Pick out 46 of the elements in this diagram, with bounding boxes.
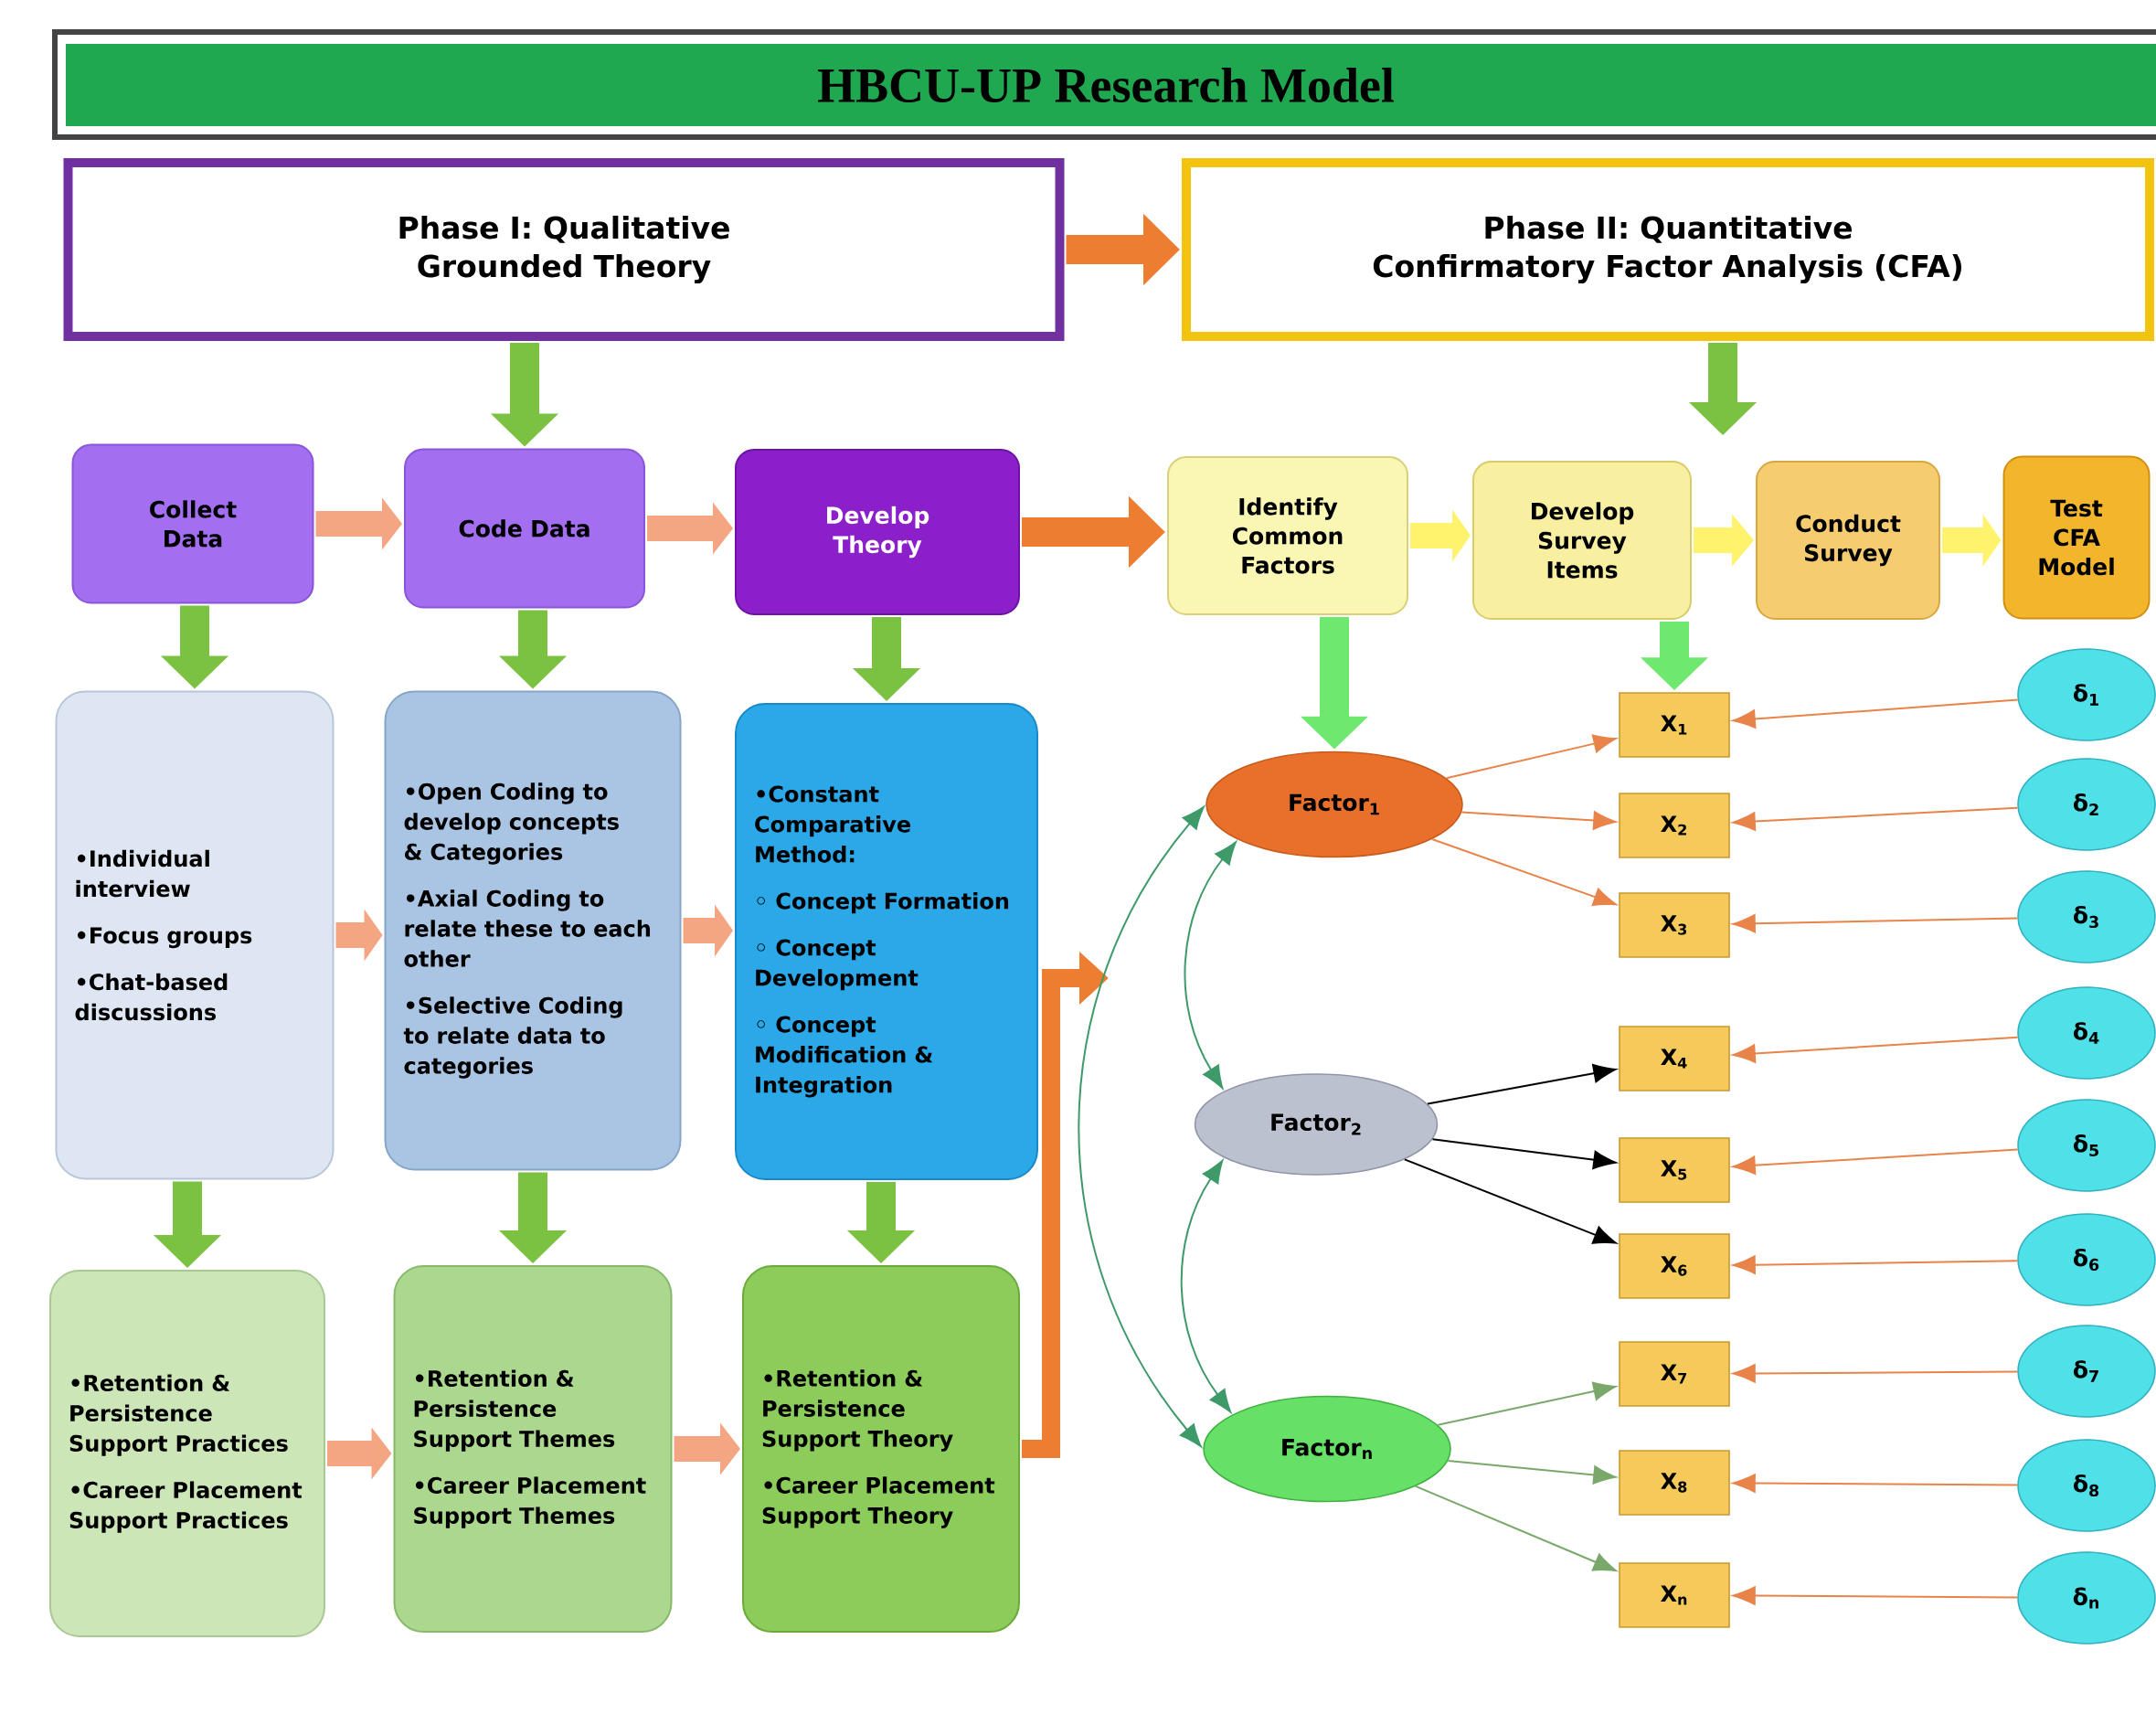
list-box: •Open Coding to develop concepts & Categories •Axial Coding to relate these to each other •Selective Coding to relate data to categories xyxy=(384,690,682,1171)
indicator-box: X$_{5}$ xyxy=(1619,1137,1730,1203)
arrow xyxy=(1430,837,1617,907)
step-box: Test CFA Model xyxy=(2002,455,2151,620)
arrow xyxy=(1732,1586,2019,1605)
step-box: Collect Data xyxy=(71,443,314,604)
indicator-box: X$_{n}$ xyxy=(1619,1562,1730,1628)
arrow xyxy=(1414,1485,1617,1571)
step-box: Conduct Survey xyxy=(1756,461,1941,620)
arrow xyxy=(1460,811,1617,830)
indicator-box: X$_{8}$ xyxy=(1619,1450,1730,1516)
arrow xyxy=(1427,1064,1617,1105)
covariance-arrow xyxy=(1078,806,1205,1447)
phase-box: Phase I: Qualitative Grounded Theory xyxy=(63,158,1065,341)
arrow xyxy=(1437,1381,1617,1426)
arrow xyxy=(1431,1138,1617,1169)
indicator-box: X$_{6}$ xyxy=(1619,1233,1730,1299)
step-box: Identify Common Factors xyxy=(1167,456,1408,615)
phase-box: Phase II: Quantitative Confirmatory Factor Analysis (CFA) xyxy=(1182,158,2155,341)
arrow xyxy=(1732,806,2019,831)
arrow xyxy=(1732,1148,2019,1175)
arrow xyxy=(1732,914,2019,933)
list-box: •Retention & Persistence Support Theory •Career Placement Support Theory xyxy=(742,1265,1020,1633)
arrow xyxy=(1732,698,2019,729)
indicator-box: X$_{4}$ xyxy=(1619,1026,1730,1091)
covariance-arrow xyxy=(1180,1159,1232,1413)
arrow xyxy=(1445,734,1617,780)
arrow xyxy=(1732,1036,2019,1063)
arrow xyxy=(1732,1255,2019,1274)
indicator-box: X$_{3}$ xyxy=(1619,892,1730,958)
arrow xyxy=(1403,1158,1617,1244)
arrow xyxy=(1447,1459,1617,1485)
step-box: Develop Theory xyxy=(735,449,1020,615)
title-band: HBCU-UP Research Model xyxy=(52,29,2156,140)
indicator-box: X$_{1}$ xyxy=(1619,692,1730,758)
covariance-arrow xyxy=(1184,841,1237,1090)
indicator-box: X$_{2}$ xyxy=(1619,793,1730,858)
list-box: •Retention & Persistence Support Themes •Career Placement Support Themes xyxy=(393,1265,673,1633)
indicator-box: X$_{7}$ xyxy=(1619,1341,1730,1407)
arrow xyxy=(1732,1474,2019,1493)
step-box: Code Data xyxy=(404,448,645,609)
list-box: •Constant Comparative Method: ◦ Concept Formation ◦ Concept Development ◦ Concept Modification & Integration xyxy=(735,703,1038,1180)
list-box: •Individual interview •Focus groups •Chat-based discussions xyxy=(55,690,335,1180)
list-box: •Retention & Persistence Support Practices •Career Placement Support Practices xyxy=(49,1270,325,1637)
step-box: Develop Survey Items xyxy=(1472,461,1692,620)
arrow xyxy=(1732,1364,2019,1383)
